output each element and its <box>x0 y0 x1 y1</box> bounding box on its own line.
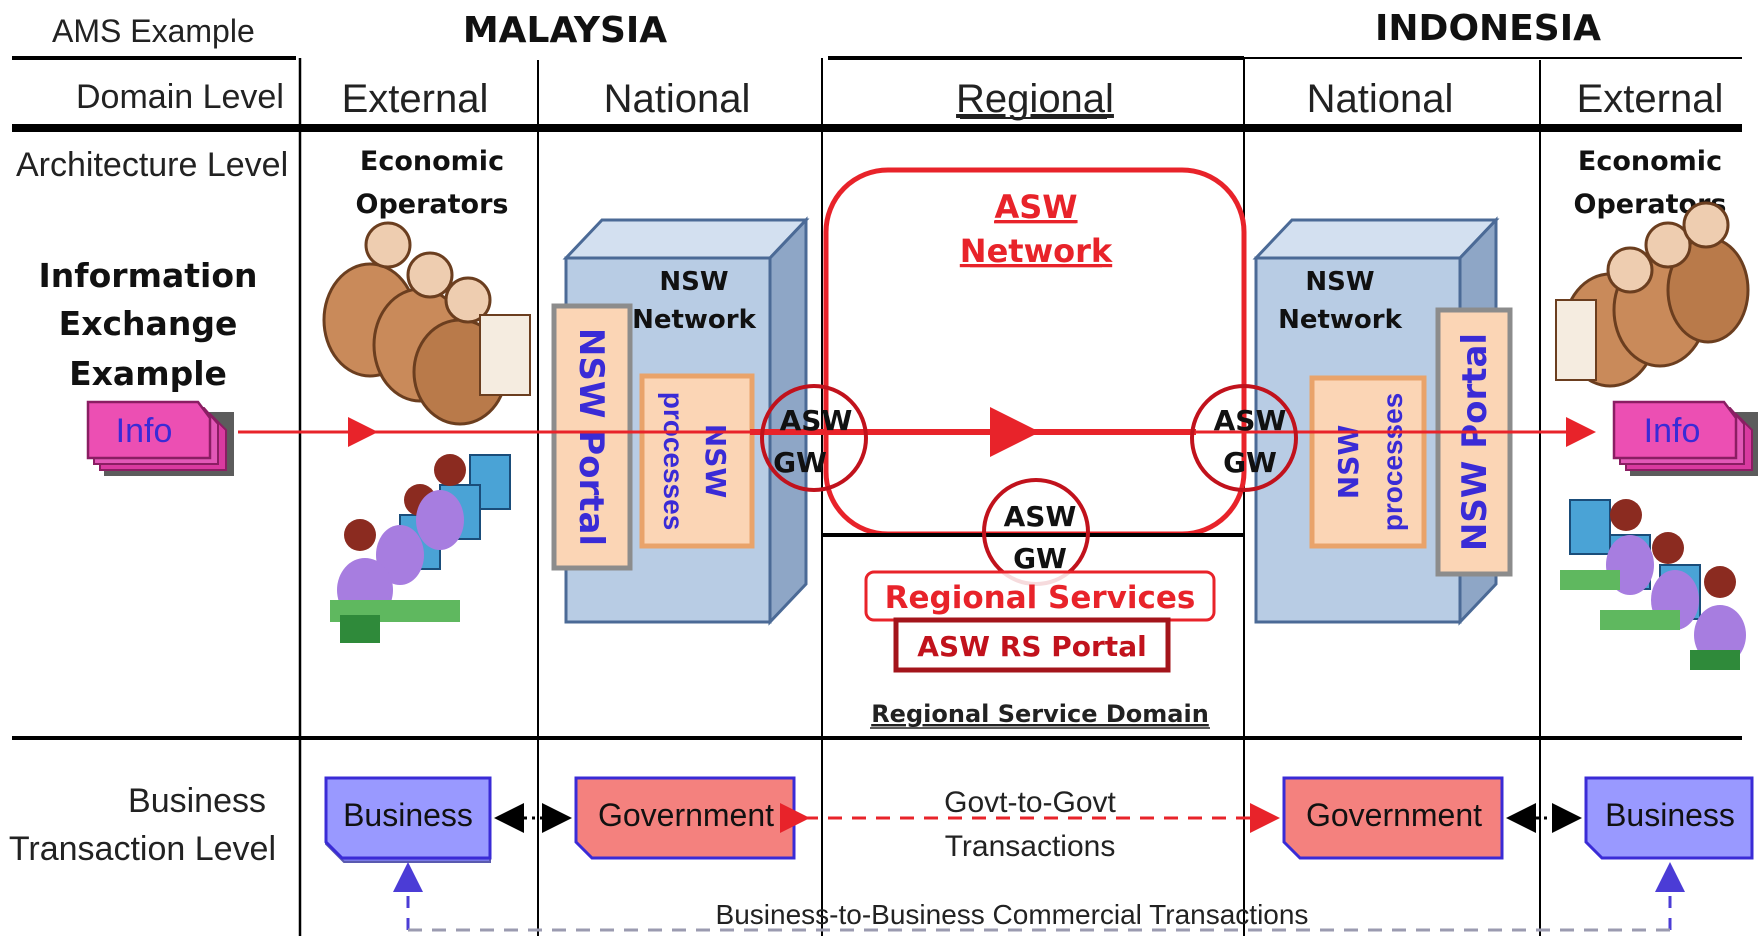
col-national-right: National <box>1307 77 1454 121</box>
asw-gateway-right <box>1190 384 1298 492</box>
g2g-label-2: Transactions <box>945 830 1116 863</box>
business-level-line1: Business <box>128 782 266 820</box>
nsw-network-left-2: Network <box>632 305 757 335</box>
nsw-portal-label-left: NSW Portal <box>571 328 611 546</box>
nsw-processes-left-2: processes <box>658 392 689 531</box>
asw-gw-right-2: GW <box>1223 446 1277 479</box>
nsw-processes-box-right <box>1309 375 1427 549</box>
asw-gw-right-1: ASW <box>1214 404 1287 437</box>
asw-rs-portal-box <box>893 617 1171 673</box>
info-exchange-line2: Exchange <box>59 304 238 343</box>
col-external-left: External <box>342 77 489 121</box>
asw-gateway-left <box>760 384 868 492</box>
office-workers-clipart-left <box>330 454 511 643</box>
info-document-right <box>1612 400 1758 476</box>
government-label-right: Government <box>1306 797 1482 833</box>
asw-rs-portal-label: ASW RS Portal <box>917 630 1146 663</box>
col-national-left: National <box>604 77 751 121</box>
government-box-right <box>1282 776 1504 860</box>
col-regional: Regional <box>956 77 1114 121</box>
business-level-line2: Transaction Level <box>9 830 276 868</box>
regional-service-domain-label: Regional Service Domain <box>871 700 1209 728</box>
nsw-processes-box-left <box>639 373 755 549</box>
economic-operators-right-1: Economic <box>1578 146 1722 177</box>
country-malaysia: MALAYSIA <box>463 10 667 51</box>
nsw-processes-right-2: processes <box>1377 393 1408 532</box>
businessmen-clipart-right <box>1555 201 1750 388</box>
b2b-label: Business-to-Business Commercial Transact… <box>716 899 1309 930</box>
ams-example-label: AMS Example <box>52 13 255 49</box>
info-document-left <box>86 400 234 476</box>
regional-services-label: Regional Services <box>885 580 1196 616</box>
nsw-portal-box-right <box>1435 307 1513 577</box>
nsw-processes-left-1: NSW <box>699 424 732 499</box>
domain-level-label: Domain Level <box>76 78 284 116</box>
government-box-left <box>574 776 796 860</box>
nsw-portal-label-right: NSW Portal <box>1455 333 1495 551</box>
business-label-right: Business <box>1605 797 1735 833</box>
asw-gw-bottom-2: GW <box>1013 542 1067 575</box>
nsw-network-right-2: Network <box>1278 305 1403 335</box>
government-label-left: Government <box>598 797 774 833</box>
asw-network-label-1: ASW <box>994 188 1077 226</box>
office-workers-clipart-right <box>1560 499 1746 670</box>
nsw-network-right-1: NSW <box>1305 267 1374 297</box>
nsw-processes-right-1: NSW <box>1332 425 1365 500</box>
architecture-level-label: Architecture Level <box>16 146 288 184</box>
g2g-label-1: Govt-to-Govt <box>944 786 1116 819</box>
business-box-left <box>324 776 492 860</box>
asw-network-label-2: Network <box>960 232 1113 270</box>
info-exchange-line3: Example <box>69 354 227 393</box>
business-label-left: Business <box>343 797 473 833</box>
economic-operators-left-1: Economic <box>360 146 504 177</box>
info-label-left: Info <box>116 412 173 450</box>
col-external-right: External <box>1577 77 1724 121</box>
nsw-network-left-1: NSW <box>659 267 728 297</box>
info-label-right: Info <box>1644 412 1701 450</box>
asw-gw-left-2: GW <box>773 446 827 479</box>
businessmen-clipart-left <box>322 221 531 426</box>
business-box-right <box>1584 776 1754 860</box>
country-indonesia: INDONESIA <box>1375 8 1601 49</box>
asw-gw-bottom-1: ASW <box>1004 500 1077 533</box>
info-exchange-line1: Information <box>39 256 258 295</box>
nsw-portal-box-left <box>551 303 633 571</box>
asw-gw-left-1: ASW <box>780 404 853 437</box>
economic-operators-left-2: Operators <box>356 189 509 220</box>
